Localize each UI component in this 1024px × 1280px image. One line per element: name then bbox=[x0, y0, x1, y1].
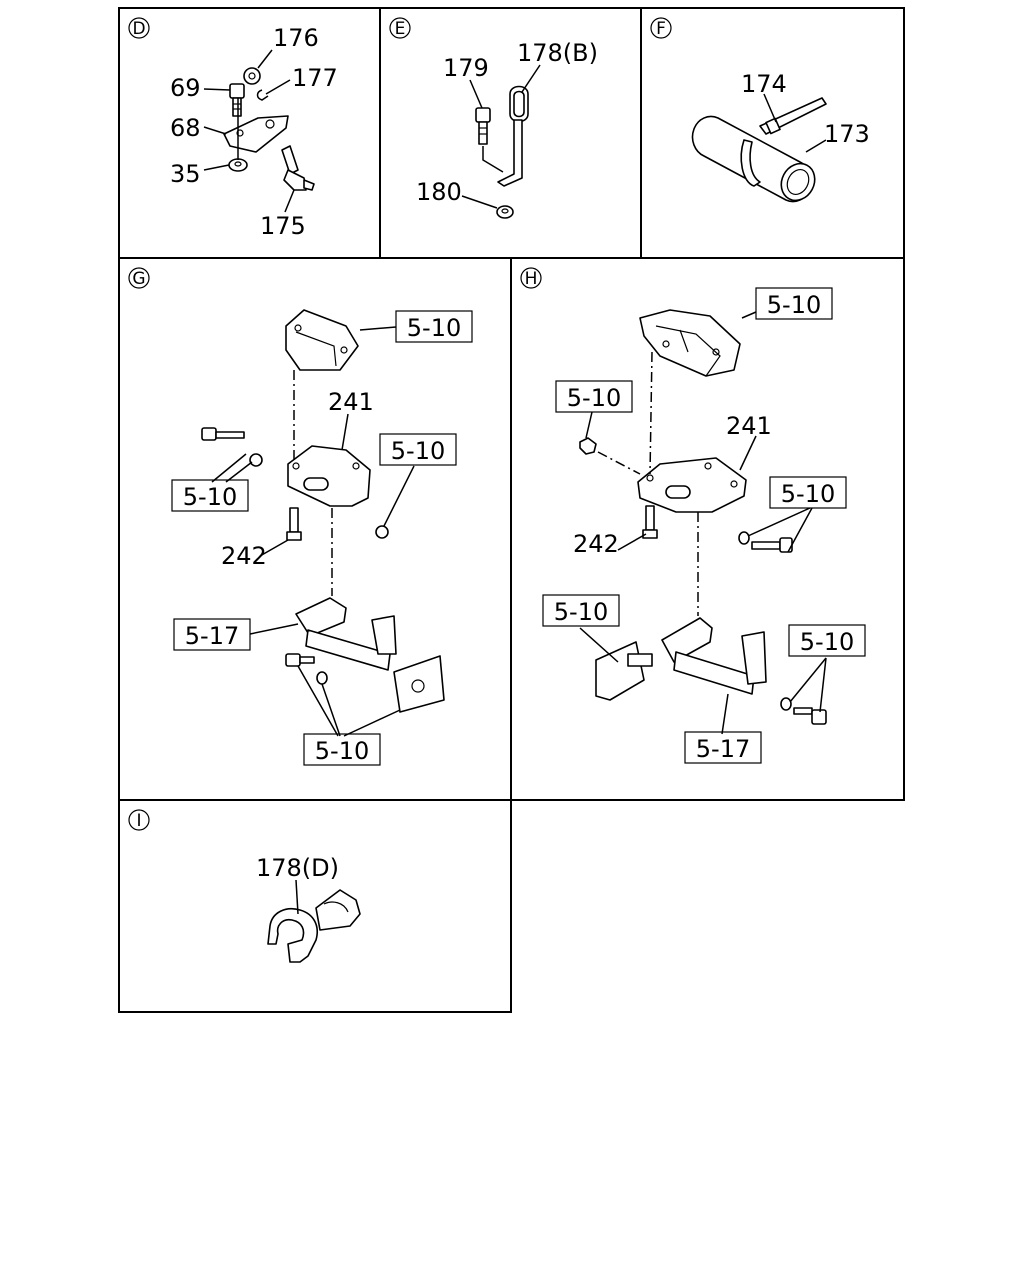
panel-f: F 174 173 bbox=[650, 17, 870, 203]
label-69: 69 bbox=[170, 74, 201, 102]
panel-e-marker: E bbox=[389, 17, 411, 39]
label-174: 174 bbox=[741, 70, 787, 98]
lower-mechanism bbox=[661, 617, 827, 725]
label-180: 180 bbox=[416, 178, 462, 206]
label-179: 179 bbox=[443, 54, 489, 82]
clamp-178b bbox=[497, 85, 529, 187]
label-175: 175 bbox=[260, 212, 306, 240]
cable-tie-174 bbox=[740, 97, 827, 187]
panel-d-marker: D bbox=[128, 17, 150, 39]
bolt-washer-left bbox=[201, 427, 263, 467]
label-176: 176 bbox=[273, 24, 319, 52]
label-68: 68 bbox=[170, 114, 201, 142]
bolt-179 bbox=[475, 107, 491, 145]
panel-f-marker: F bbox=[650, 17, 672, 39]
plate-241 bbox=[637, 457, 747, 513]
label-178b: 178(B) bbox=[517, 39, 598, 67]
panel-h-letter: H bbox=[525, 269, 538, 289]
ref-box-3: 5-10 bbox=[183, 483, 237, 511]
panel-i-marker: I bbox=[128, 809, 150, 831]
panel-h: H bbox=[520, 267, 866, 764]
bracket-plate-68 bbox=[223, 115, 289, 153]
ref-box-3: 5-10 bbox=[781, 480, 835, 508]
lower-mechanism bbox=[285, 597, 445, 713]
clip-177 bbox=[256, 89, 269, 101]
panel-i-letter: I bbox=[136, 811, 141, 831]
label-178d: 178(D) bbox=[256, 854, 339, 882]
panel-g-marker: G bbox=[128, 267, 150, 289]
label-35: 35 bbox=[170, 160, 201, 188]
ref-box-2: 5-10 bbox=[567, 384, 621, 412]
upper-bracket bbox=[639, 309, 741, 377]
label-241: 241 bbox=[726, 412, 772, 440]
label-173: 173 bbox=[824, 120, 870, 148]
upper-bracket bbox=[285, 309, 359, 371]
ref-box-2: 5-10 bbox=[391, 437, 445, 465]
bolt-242 bbox=[286, 507, 302, 541]
label-241: 241 bbox=[328, 388, 374, 416]
panel-g: G bbox=[128, 267, 473, 766]
panel-d: D bbox=[128, 17, 338, 240]
panel-f-letter: F bbox=[656, 19, 666, 39]
panel-i: I 178(D) bbox=[128, 809, 361, 963]
sensor-175 bbox=[281, 145, 315, 191]
hose-173 bbox=[691, 115, 816, 203]
panel-e: E 179 178(B) 180 bbox=[389, 17, 598, 219]
ref-box-6: 5-17 bbox=[696, 735, 750, 763]
label-177: 177 bbox=[292, 64, 338, 92]
bolt-69 bbox=[229, 83, 245, 117]
ref-box-4: 5-10 bbox=[554, 598, 608, 626]
bolt-242 bbox=[642, 505, 658, 539]
panel-e-letter: E bbox=[395, 19, 406, 39]
nut-right bbox=[375, 525, 389, 539]
nut-35 bbox=[228, 158, 248, 172]
panel-frames bbox=[118, 7, 905, 1013]
panel-h-marker: H bbox=[520, 267, 542, 289]
panel-d-letter: D bbox=[132, 19, 145, 39]
clamp-178d bbox=[267, 889, 361, 963]
plate-241 bbox=[287, 445, 371, 507]
label-242: 242 bbox=[221, 542, 267, 570]
ref-box-5: 5-10 bbox=[800, 628, 854, 656]
nut-180 bbox=[496, 205, 514, 219]
panel-g-letter: G bbox=[132, 269, 145, 289]
ref-box-4: 5-17 bbox=[185, 622, 239, 650]
nut-left bbox=[579, 437, 597, 455]
ref-box-5: 5-10 bbox=[315, 737, 369, 765]
nut-176 bbox=[243, 67, 261, 85]
ref-box-1: 5-10 bbox=[767, 291, 821, 319]
ref-box-1: 5-10 bbox=[407, 314, 461, 342]
bolt-washer-right bbox=[738, 531, 793, 553]
side-bracket bbox=[595, 641, 653, 701]
label-242: 242 bbox=[573, 530, 619, 558]
